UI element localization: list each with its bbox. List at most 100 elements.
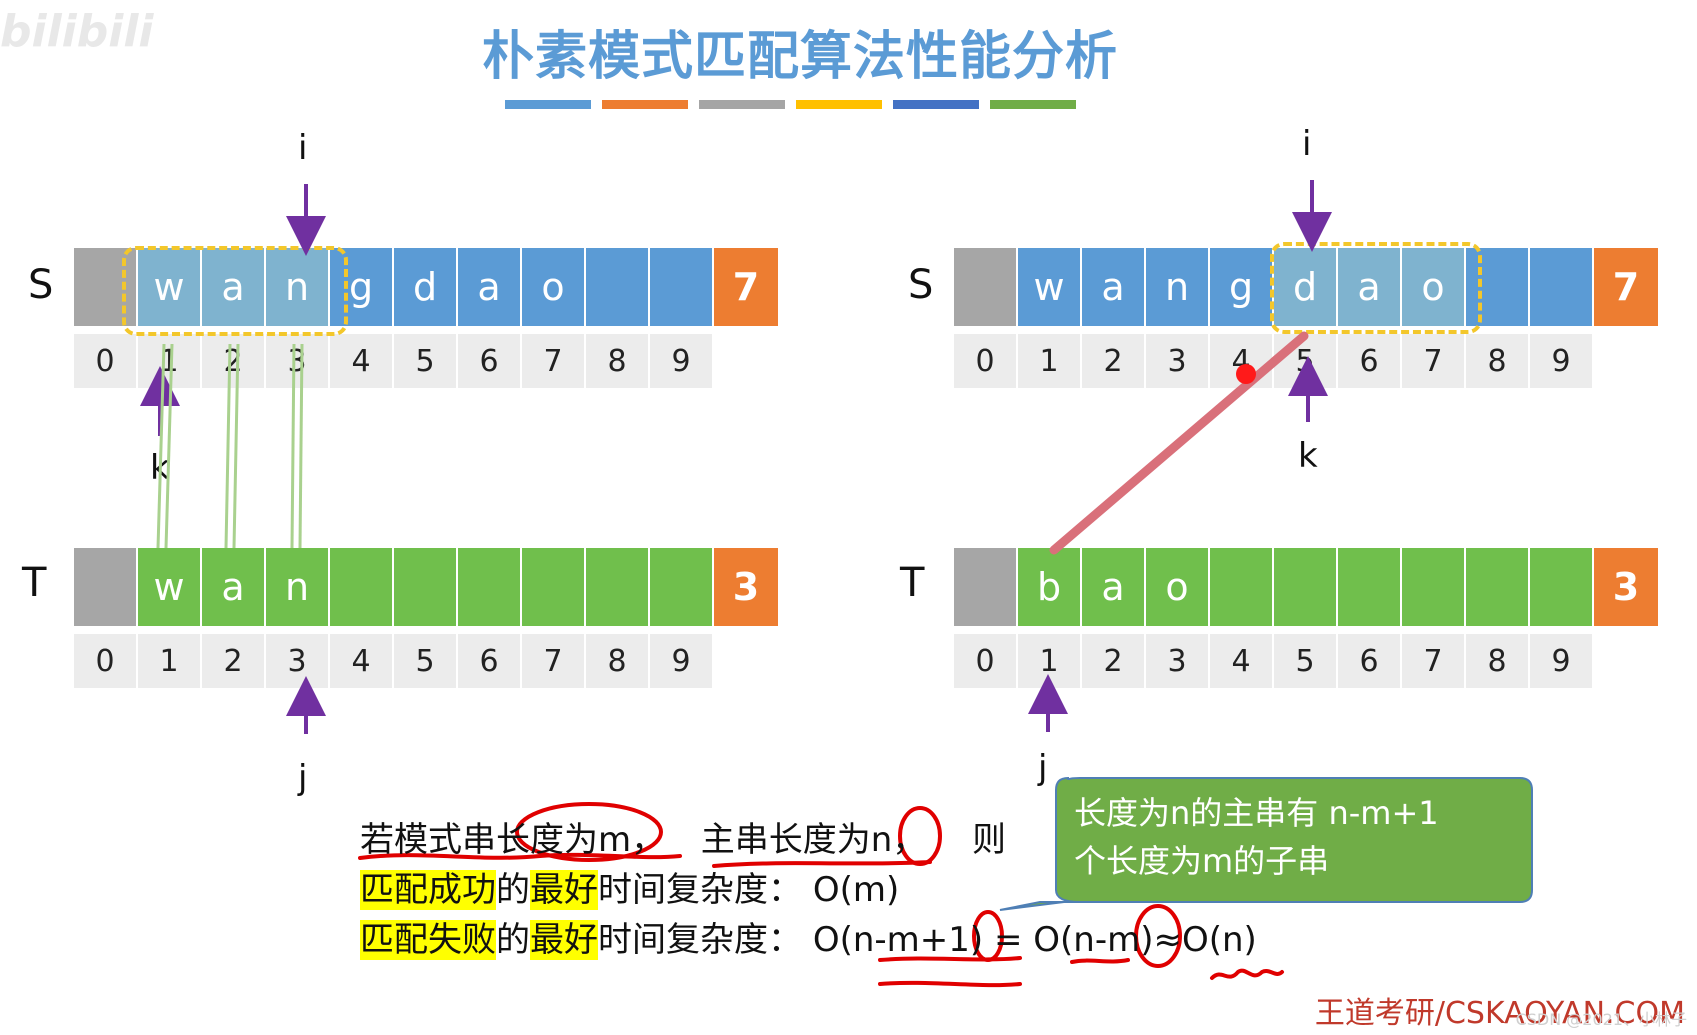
left-s-cell (74, 248, 138, 326)
left-t-cell (586, 548, 650, 626)
right-index-cell: 7 (1402, 634, 1466, 688)
left-index-cell: 9 (650, 334, 714, 388)
left-index-cell: 6 (458, 334, 522, 388)
left-index-cell: 8 (586, 634, 650, 688)
handwritten-annotations (358, 802, 1284, 988)
right-match-window (1270, 242, 1482, 334)
speech-bubble (999, 776, 1533, 911)
right-t-cell (1530, 548, 1594, 626)
right-t-cell (1210, 548, 1274, 626)
left-s-cell: w (138, 248, 202, 326)
right-s-cell: n (1146, 248, 1210, 326)
right-t-cell: o (1146, 548, 1210, 626)
right-i-label: i (1302, 124, 1312, 164)
left-s-cell: a (458, 248, 522, 326)
right-index-cell: 6 (1338, 634, 1402, 688)
color-stripe (505, 100, 591, 109)
left-s-cell: d (394, 248, 458, 326)
right-t-cell (1466, 548, 1530, 626)
left-index-cell: 8 (586, 334, 650, 388)
right-k-label: k (1298, 436, 1318, 476)
right-index-cell: 3 (1146, 634, 1210, 688)
left-t-cell (330, 548, 394, 626)
of-text: 的 (496, 870, 530, 910)
left-s-label: S (28, 262, 54, 308)
left-s-cell (650, 248, 714, 326)
right-t-cell (1338, 548, 1402, 626)
right-s-cell (1530, 248, 1594, 326)
right-index-cell: 8 (1466, 334, 1530, 388)
left-s-cell: n (266, 248, 330, 326)
right-index-cell: 4 (1210, 634, 1274, 688)
right-s-label: S (908, 262, 934, 308)
right-s-cell: d (1274, 248, 1338, 326)
left-index-cell: 0 (74, 334, 138, 388)
color-stripe (602, 100, 688, 109)
right-index-cell: 7 (1402, 334, 1466, 388)
left-index-cell: 0 (74, 634, 138, 688)
left-t-cell: w (138, 548, 202, 626)
left-s-cell (586, 248, 650, 326)
left-t-cell (522, 548, 586, 626)
right-index-cell: 6 (1338, 334, 1402, 388)
right-t-cell (1274, 548, 1338, 626)
right-t-label: T (900, 560, 925, 606)
right-mismatch-line (1049, 331, 1309, 555)
complexity-label: 时间复杂度： (598, 870, 802, 910)
left-index-cell: 9 (650, 634, 714, 688)
page-title: 朴素模式匹配算法性能分析 (481, 27, 1118, 87)
left-t-cell (394, 548, 458, 626)
right-index-cell: 9 (1530, 334, 1594, 388)
left-t-cell (458, 548, 522, 626)
best-highlight: 最好 (530, 870, 598, 910)
right-s-cell: a (1338, 248, 1402, 326)
color-stripe (990, 100, 1076, 109)
laser-pointer-dot (1236, 364, 1256, 384)
right-index-cell: 0 (954, 334, 1018, 388)
right-s-cell: a (1082, 248, 1146, 326)
left-index-cell: 2 (202, 634, 266, 688)
left-t-cell (650, 548, 714, 626)
left-s-cell: a (202, 248, 266, 326)
right-index-cell: 2 (1082, 634, 1146, 688)
footer-brand: 王道考研/CSKAOYAN.COM (1314, 996, 1685, 1031)
bubble-line-1: 长度为n的主串有 n-m+1 (1074, 794, 1439, 832)
right-t-length-cell: 3 (1594, 548, 1658, 626)
left-t-cell: a (202, 548, 266, 626)
left-s-length-cell: 7 (714, 248, 778, 326)
condition-line: 若模式串长度为m， 主串长度为n， 则 (360, 812, 1006, 861)
right-index-cell: 8 (1466, 634, 1530, 688)
right-t-cell: a (1082, 548, 1146, 626)
color-stripe (893, 100, 979, 109)
failure-best-case-line: 匹配失败的最好时间复杂度： O(n-m+1) = O(n-m)≈O(n) (360, 912, 1257, 961)
left-i-label: i (298, 128, 308, 168)
right-index-cell: 2 (1082, 334, 1146, 388)
success-complexity-value: O(m) (812, 870, 900, 910)
left-index-cell: 5 (394, 334, 458, 388)
left-t-length-cell: 3 (714, 548, 778, 626)
right-t-cell: b (1018, 548, 1082, 626)
right-index-cell: 4 (1210, 334, 1274, 388)
right-s-cell: g (1210, 248, 1274, 326)
left-match-window (122, 246, 348, 336)
right-s-cell (1466, 248, 1530, 326)
left-index-cell: 1 (138, 634, 202, 688)
of-text: 的 (496, 920, 530, 960)
right-index-cell: 0 (954, 634, 1018, 688)
left-index-cell: 6 (458, 634, 522, 688)
success-best-case-line: 匹配成功的最好时间复杂度： O(m) (360, 862, 899, 911)
right-s-cell: o (1402, 248, 1466, 326)
left-j-label: j (298, 758, 308, 798)
left-index-cell: 5 (394, 634, 458, 688)
right-t-cell (1402, 548, 1466, 626)
right-index-cell: 5 (1274, 634, 1338, 688)
left-index-cell: 7 (522, 334, 586, 388)
pattern-length-text: 若模式串长度为m， (360, 820, 666, 860)
left-s-cell: g (330, 248, 394, 326)
bilibili-logo: bilibili (0, 6, 154, 57)
right-s-length-cell: 7 (1594, 248, 1658, 326)
color-stripe (699, 100, 785, 109)
right-index-cell: 1 (1018, 334, 1082, 388)
then-text: 则 (971, 820, 1006, 860)
